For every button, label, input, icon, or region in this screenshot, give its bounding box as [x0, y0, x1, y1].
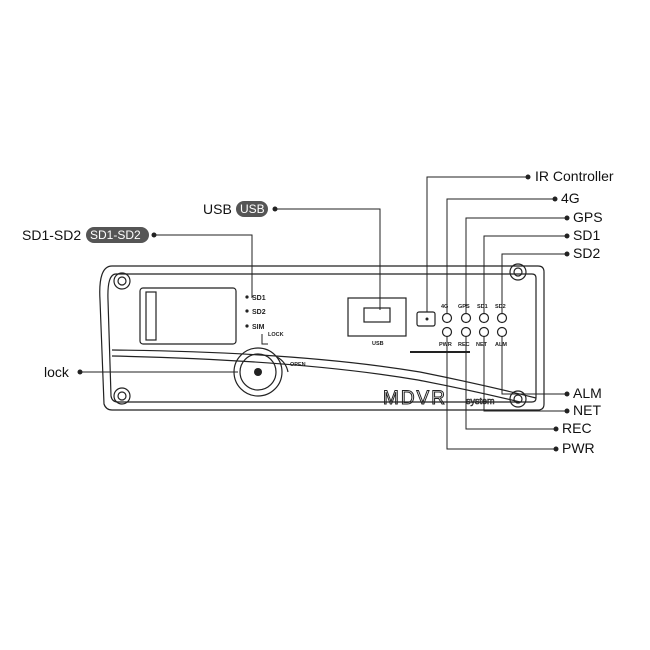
led-pwr-label: PWR [439, 342, 452, 348]
device-body [99, 265, 545, 411]
callout-rec: REC [562, 420, 592, 436]
callout-sd1-sd2: SD1-SD2 [22, 227, 81, 243]
screw-icon [113, 272, 131, 290]
ir-window [416, 311, 436, 327]
slot-sim-label: SIM [252, 324, 265, 331]
sd1-sd2-badge-text: SD1-SD2 [90, 228, 141, 242]
leader-lines [77, 174, 570, 452]
open-label: OPEN [290, 362, 306, 368]
led-labels-bottom: PWR REC NET ALM [439, 342, 507, 348]
sd-card-door [139, 287, 237, 345]
usb-port[interactable]: USB [347, 297, 407, 347]
card-slots: SD1 SD2 SIM LOCK [245, 295, 284, 345]
screw-icon [113, 387, 131, 405]
callout-sd2: SD2 [573, 245, 600, 261]
led-gps-label: GPS [458, 304, 470, 310]
led-rec-label: REC [458, 342, 470, 348]
callout-ir-controller: IR Controller [535, 168, 614, 184]
led-sd1-label: SD1 [477, 304, 488, 310]
brand-sub: system [466, 396, 495, 406]
led-labels-top: 4G GPS SD1 SD2 [441, 304, 506, 310]
callout-alm: ALM [573, 385, 602, 401]
callout-pwr: PWR [562, 440, 595, 456]
led-indicator-icon [441, 326, 508, 338]
brand-logo: MDVR [383, 388, 447, 409]
callout-gps: GPS [573, 209, 603, 225]
lock-label: LOCK [268, 332, 284, 338]
led-sd2-label: SD2 [495, 304, 506, 310]
sd1-sd2-badge [86, 227, 149, 243]
callout-usb: USB [203, 201, 232, 217]
led-alm-label: ALM [495, 342, 507, 348]
callout-net: NET [573, 402, 601, 418]
callout-labels: IR Controller 4G GPS SD1 SD2 ALM NET REC… [22, 168, 614, 456]
led-indicator-icon [441, 312, 508, 324]
slot-sd2-label: SD2 [252, 309, 266, 316]
slot-sd1-label: SD1 [252, 295, 266, 302]
screw-icon [509, 390, 527, 408]
callout-lock: lock [44, 364, 70, 380]
callout-sd1: SD1 [573, 227, 600, 243]
screw-icon [509, 263, 527, 281]
usb-badge [236, 201, 268, 217]
callout-4g: 4G [561, 190, 580, 206]
led-net-label: NET [476, 342, 488, 348]
usb-badge-text: USB [240, 202, 265, 216]
led-4g-label: 4G [441, 304, 448, 310]
usb-port-label: USB [372, 341, 384, 347]
